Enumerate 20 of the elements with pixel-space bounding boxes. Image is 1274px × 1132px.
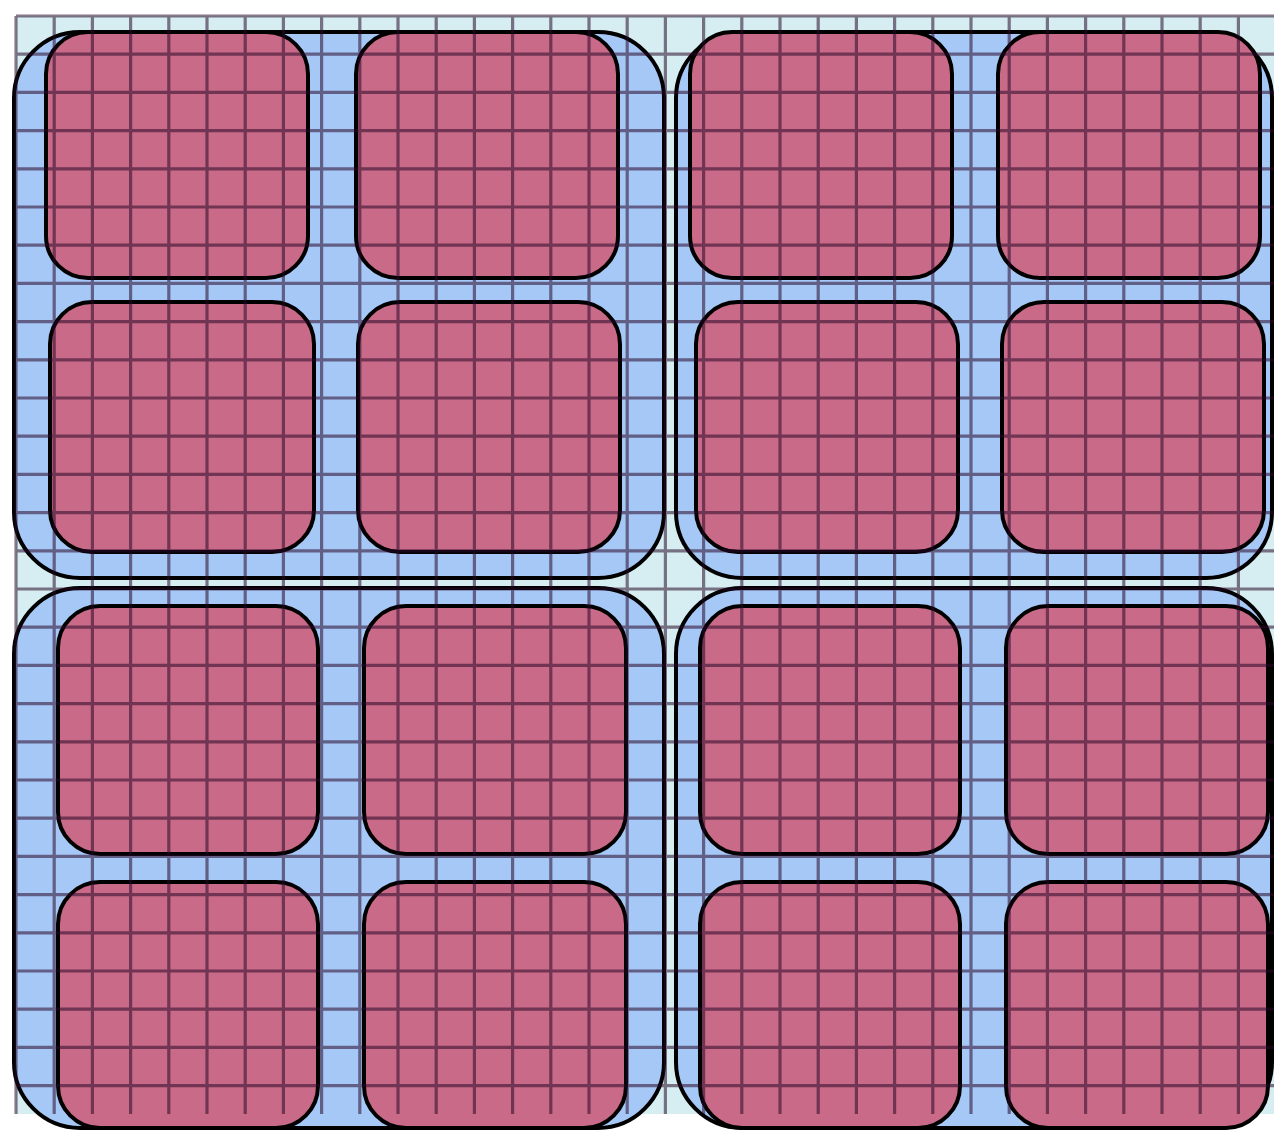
rounded-panel xyxy=(674,30,1274,580)
rounded-square xyxy=(354,30,620,280)
rounded-panel xyxy=(12,586,666,1130)
rounded-square xyxy=(1004,880,1270,1130)
rounded-panel xyxy=(12,30,666,580)
rounded-square xyxy=(356,300,622,554)
rounded-square xyxy=(1004,604,1270,856)
rounded-square xyxy=(688,30,954,280)
rounded-square xyxy=(996,30,1262,280)
rounded-square xyxy=(694,300,960,554)
rounded-square xyxy=(56,880,320,1130)
rounded-square xyxy=(698,604,962,856)
rounded-square xyxy=(362,880,628,1130)
rounded-square xyxy=(56,604,320,856)
rounded-square xyxy=(362,604,628,856)
rounded-square xyxy=(1000,300,1266,554)
rounded-square xyxy=(48,300,316,554)
rounded-square xyxy=(44,30,310,280)
rounded-square xyxy=(698,880,962,1130)
rounded-panel xyxy=(674,586,1274,1130)
